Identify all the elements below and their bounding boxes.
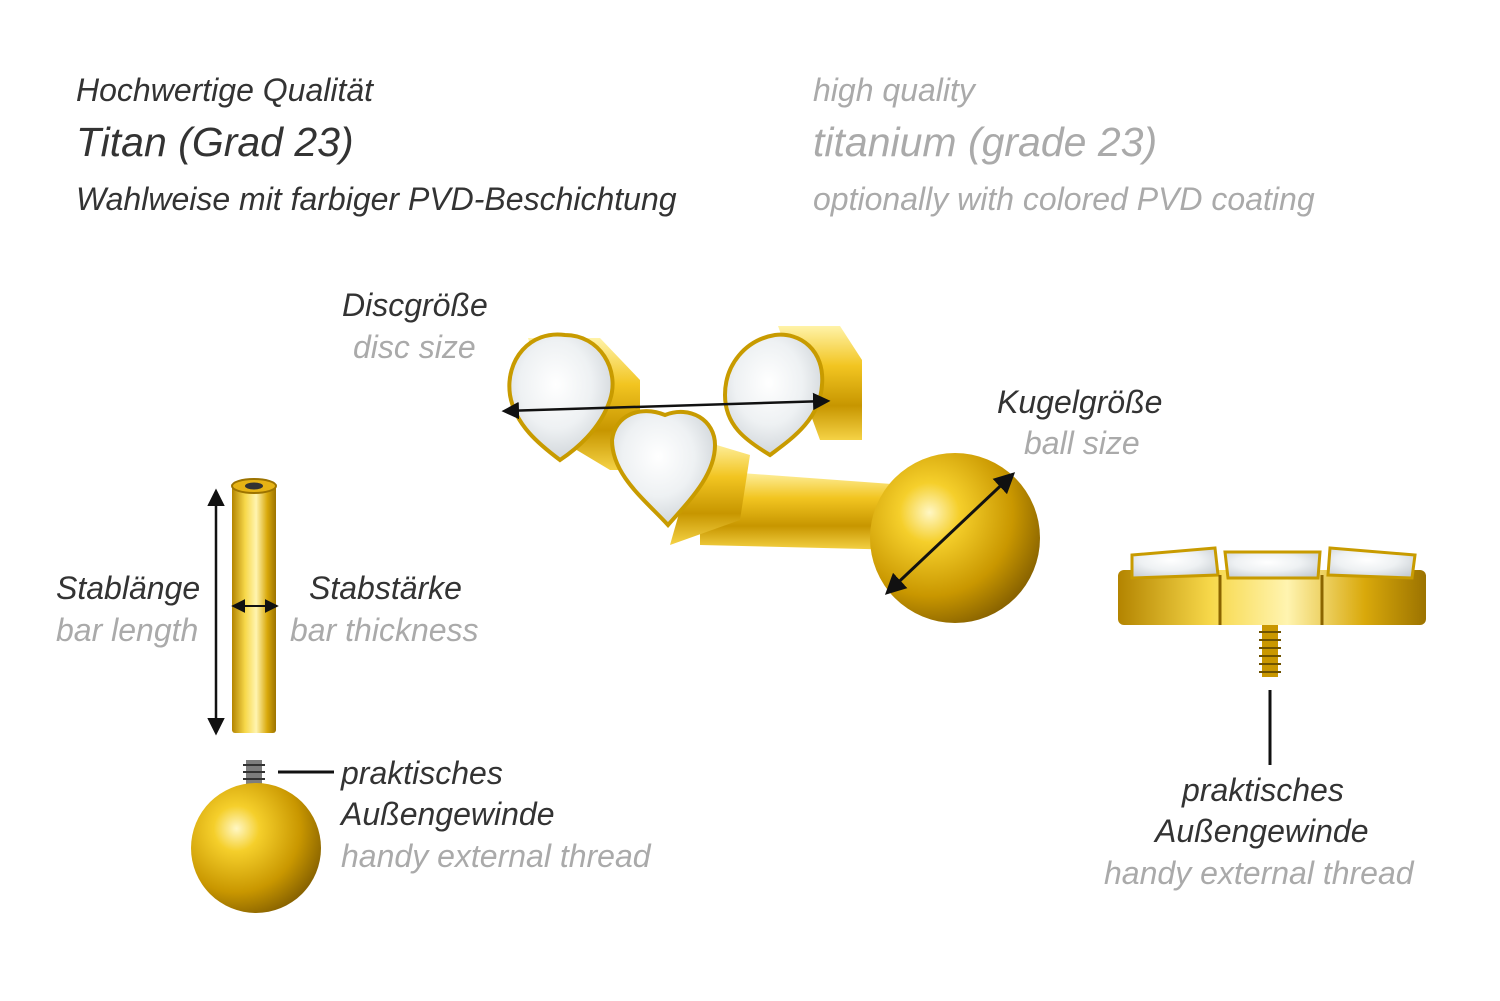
- header-quality-en: high quality: [813, 72, 975, 108]
- header-material-de: Titan (Grad 23): [76, 119, 354, 165]
- bar-body: [232, 483, 276, 733]
- label-ball-size-en: ball size: [1024, 425, 1140, 461]
- label-thread-right-en: handy external thread: [1104, 855, 1414, 891]
- barbell-with-heart-top: [501, 326, 1040, 623]
- top-gem-center: [1223, 550, 1322, 580]
- threaded-top: [1118, 546, 1426, 765]
- label-thread-left-de-1: praktisches: [341, 755, 503, 791]
- header-quality-de: Hochwertige Qualität: [76, 72, 374, 108]
- label-bar-thickness-de: Stabstärke: [309, 570, 462, 606]
- separate-bar: [207, 478, 279, 736]
- top-gem-left: [1130, 546, 1220, 580]
- top-thread-icon: [1259, 625, 1281, 677]
- heart-setting-center: [670, 440, 750, 545]
- label-bar-thickness-en: bar thickness: [290, 612, 479, 648]
- separate-ball: [191, 760, 334, 913]
- bar-inner-thread-icon: [245, 482, 263, 490]
- top-gem-right: [1326, 546, 1417, 580]
- small-ball: [191, 783, 321, 913]
- label-bar-length-en: bar length: [56, 612, 199, 648]
- label-thread-left-de-2: Außengewinde: [341, 796, 555, 832]
- header-coating-de: Wahlweise mit farbiger PVD-Beschichtung: [76, 181, 677, 217]
- ball-size-arrow: [884, 472, 1016, 595]
- label-thread-left-en: handy external thread: [341, 838, 651, 874]
- label-ball-size-de: Kugelgröße: [997, 384, 1163, 420]
- label-thread-right-de-2: Außengewinde: [1155, 813, 1369, 849]
- disc-size-arrow: [501, 392, 831, 420]
- barbell-shaft: [700, 470, 905, 550]
- barbell-ball: [870, 453, 1040, 623]
- heart-gem-right: [722, 332, 825, 458]
- label-disc-size-de: Discgröße: [342, 287, 488, 323]
- top-setting-body: [1118, 570, 1426, 625]
- label-disc-size-en: disc size: [353, 329, 476, 365]
- label-bar-length-de: Stablänge: [56, 570, 201, 606]
- header-coating-en: optionally with colored PVD coating: [813, 181, 1315, 217]
- label-thread-right-de-1: praktisches: [1182, 772, 1344, 808]
- header-material-en: titanium (grade 23): [813, 119, 1158, 165]
